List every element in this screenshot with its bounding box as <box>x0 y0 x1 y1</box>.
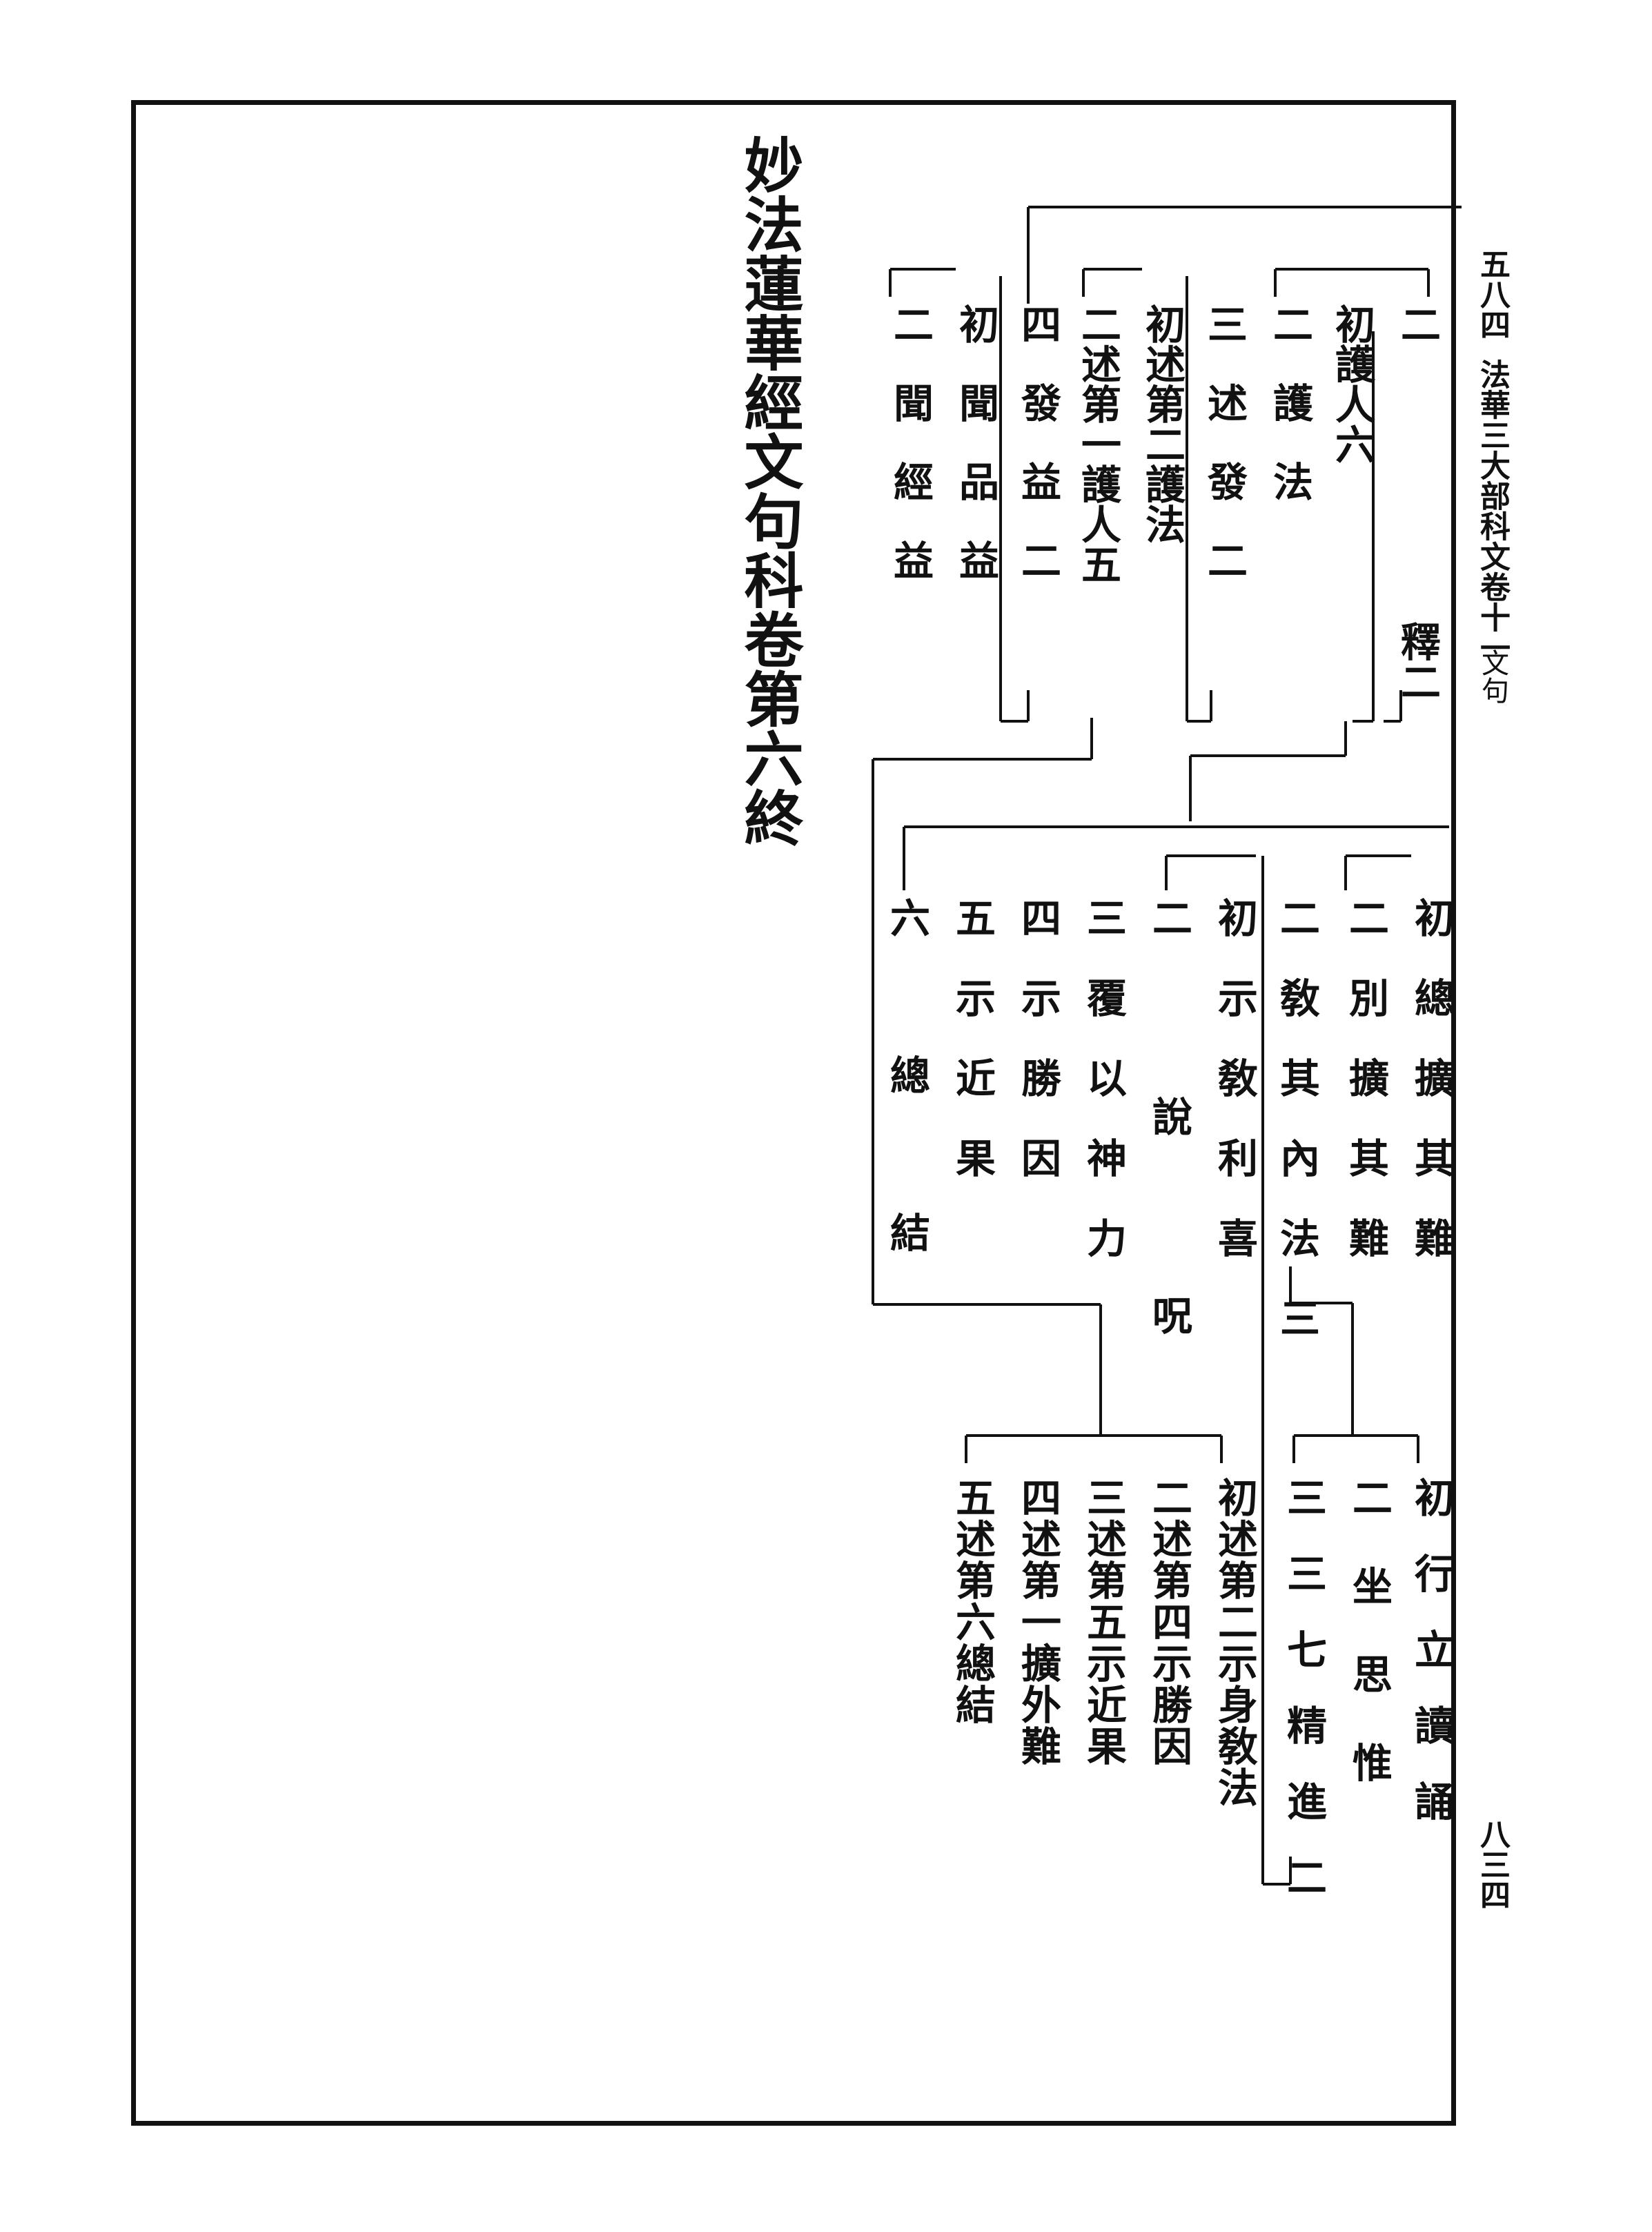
page-frame <box>131 100 1456 2126</box>
outline-item: 初述第二示身敎法 <box>1211 1477 1258 1808</box>
running-title: 法華三大部科文卷十一 <box>1475 359 1510 663</box>
outline-item: 初示敎利喜 <box>1211 897 1258 1298</box>
outline-item: 初行立讀誦 <box>1408 1477 1455 1857</box>
folio-number: 八三四 <box>1475 1819 1510 1910</box>
outline-item: 初聞品益 <box>952 304 999 618</box>
outline-item: 初護人六 <box>1328 304 1375 464</box>
outline-item: 二護法 <box>1266 304 1313 540</box>
outline-item: 四示勝因 <box>1014 897 1061 1217</box>
outline-item: 二敎其內法三 <box>1273 897 1320 1378</box>
outline-item: 二別擴其難 <box>1342 897 1389 1298</box>
outline-item: 二述第一護人五 <box>1074 304 1121 584</box>
outline-item: 四發益二 <box>1014 304 1061 618</box>
outline-item: 二坐思惟 <box>1346 1477 1393 1830</box>
outline-item: 三三七精進二 <box>1280 1477 1327 1932</box>
outline-item: 三述發二 <box>1201 304 1248 618</box>
outline-item: 初總擴其難 <box>1408 897 1455 1298</box>
outline-item: 二述第四示勝因 <box>1145 1477 1192 1767</box>
running-subtitle: 文句 <box>1477 649 1508 704</box>
outline-item: 二聞經益 <box>887 304 934 618</box>
outline-item: 五示近果 <box>949 897 996 1217</box>
page-reference: 五八四 <box>1475 248 1510 340</box>
outline-item: 五述第六總結 <box>949 1477 996 1725</box>
outline-item: 三述第五示近果 <box>1080 1477 1127 1767</box>
outline-item: 二說呪 <box>1145 897 1192 1494</box>
outline-item: 四述第一擴外難 <box>1014 1477 1061 1767</box>
outline-item: 三覆以神力 <box>1080 897 1127 1298</box>
outline-item: 初述第二護法 <box>1139 304 1186 544</box>
outline-item: 六總結 <box>883 897 930 1369</box>
outline-item: 二 <box>1394 304 1441 344</box>
page-title: 妙法蓮華經文句科卷第六終 <box>734 135 803 847</box>
outline-item: 釋二 <box>1394 621 1441 701</box>
